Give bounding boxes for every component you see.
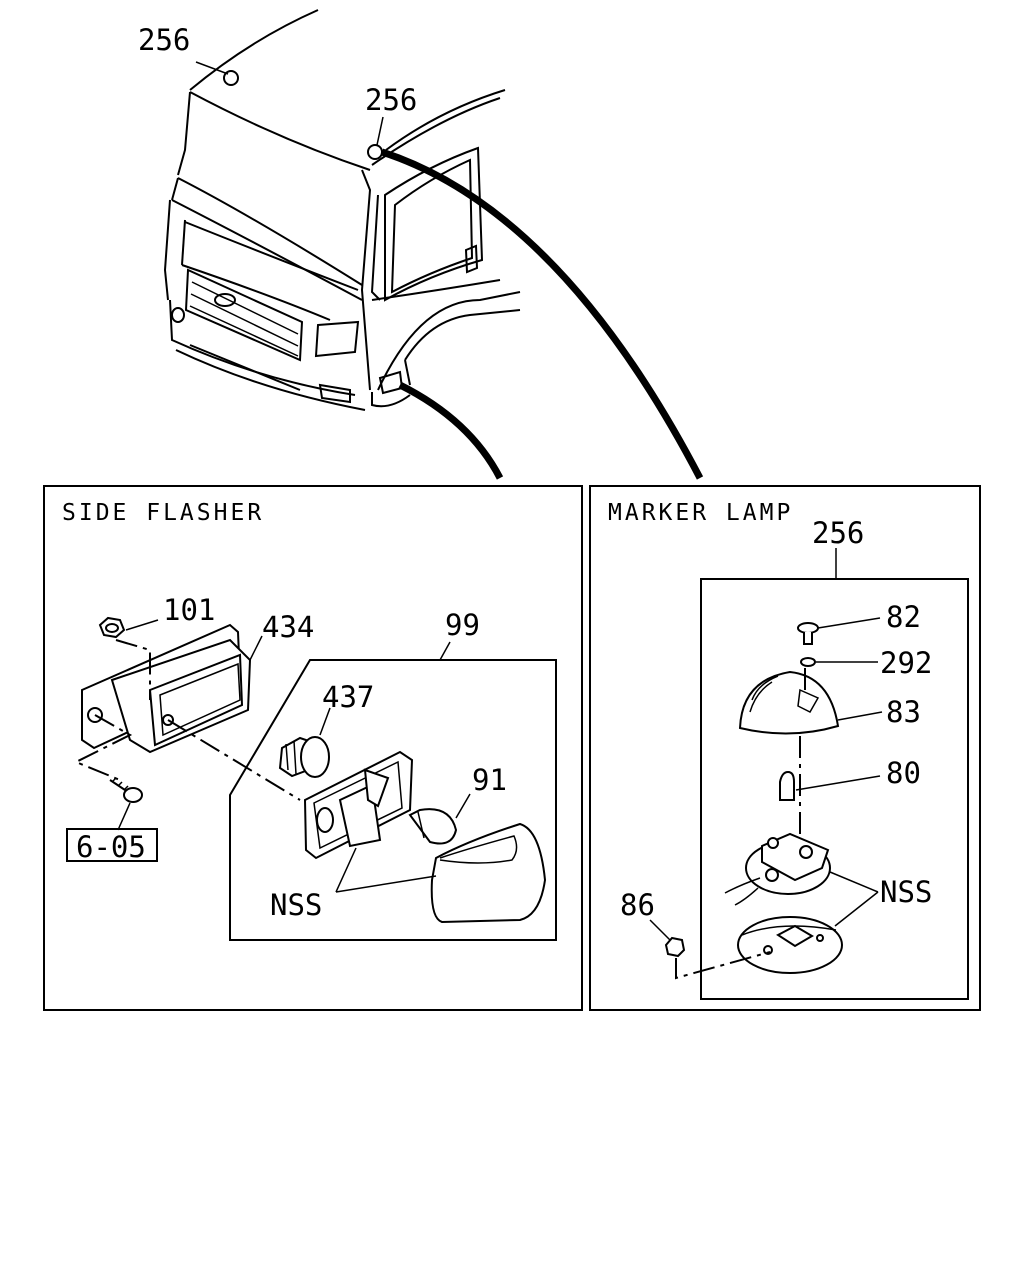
callout-bulb-91: 91 xyxy=(472,763,507,797)
socket-437-icon xyxy=(278,736,330,778)
callout-washer-292: 292 xyxy=(880,646,932,680)
callout-socket-437: 437 xyxy=(322,680,374,714)
truck-cab-illustration xyxy=(163,9,521,411)
callout-roof-left: 256 xyxy=(138,23,190,57)
callout-nut-101: 101 xyxy=(163,593,215,627)
bulb-80-icon xyxy=(779,770,795,801)
assembly-99-box xyxy=(229,659,557,941)
marker-lamp-panel: MARKER LAMP xyxy=(589,485,981,1011)
washer-292-icon xyxy=(800,657,816,667)
callout-assy-99: 99 xyxy=(445,608,480,642)
ref-6-05-box xyxy=(66,828,158,862)
callout-ref-605: 6-05 xyxy=(76,830,146,864)
callout-bulb-80: 80 xyxy=(886,756,921,790)
nut-86-icon xyxy=(664,936,686,958)
roof-marker-lamp-center-icon xyxy=(367,144,383,160)
lamp-base-icon xyxy=(724,832,831,906)
base-plate-icon xyxy=(737,916,843,974)
side-flasher-panel: SIDE FLASHER 6-05 xyxy=(43,485,583,1011)
callout-roof-center: 256 xyxy=(365,83,417,117)
side-flasher-title: SIDE FLASHER xyxy=(62,500,264,526)
flasher-lens-icon xyxy=(430,822,547,924)
lens-83-icon xyxy=(738,670,840,735)
callout-housing-434: 434 xyxy=(262,610,314,644)
callout-nss-flasher: NSS xyxy=(270,888,322,922)
connector-arc-marker-lamp xyxy=(380,148,704,480)
connector-arc-side-flasher xyxy=(398,381,504,480)
callout-lamp-256: 256 xyxy=(812,516,864,550)
screw-6-05-icon xyxy=(109,777,143,803)
callout-screw-82: 82 xyxy=(886,600,921,634)
housing-434-icon xyxy=(81,623,252,754)
callout-nut-86: 86 xyxy=(620,888,655,922)
nut-101-icon xyxy=(98,616,126,639)
marker-lamp-title: MARKER LAMP xyxy=(608,500,793,526)
bulb-91-icon xyxy=(408,808,458,845)
flasher-lamp-body-icon xyxy=(303,750,414,860)
marker-lamp-assembly-box xyxy=(700,578,969,1000)
screw-82-icon xyxy=(797,622,819,645)
callout-lens-83: 83 xyxy=(886,695,921,729)
callout-nss-marker: NSS xyxy=(880,875,932,909)
